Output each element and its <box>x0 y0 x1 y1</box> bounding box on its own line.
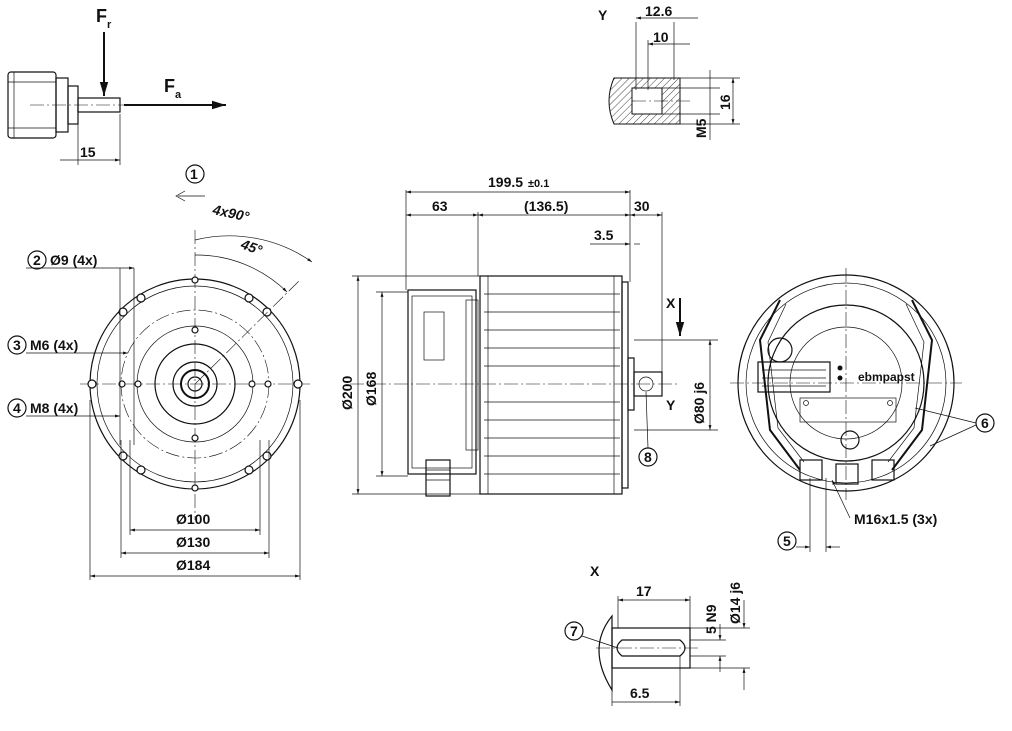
dim-17: 17 <box>636 583 652 599</box>
fa-label: F <box>164 76 175 96</box>
dim-m5: M5 <box>693 118 709 138</box>
callout-8: 8 <box>644 449 652 465</box>
dim-16: 16 <box>717 94 733 110</box>
angle-45: 45° <box>238 235 265 258</box>
dim-6-5: 6.5 <box>630 685 650 701</box>
rear-view <box>730 268 995 552</box>
angle-4x90: 4x90° <box>210 201 251 225</box>
force-diagram <box>7 32 226 165</box>
dim-199-5-tol: ±0.1 <box>528 178 549 190</box>
dim-136-5: (136.5) <box>524 198 568 214</box>
fr-subscript: r <box>107 19 112 31</box>
label-m16: M16x1.5 (3x) <box>854 511 937 527</box>
detail-x-title: X <box>590 563 600 579</box>
fa-subscript: a <box>175 89 182 101</box>
callout-5: 5 <box>783 533 791 549</box>
detail-y-title: Y <box>598 7 608 23</box>
dia-80-j6: Ø80 j6 <box>691 382 707 424</box>
dim-14-j6: Ø14 j6 <box>727 582 743 624</box>
callout-1: 1 <box>190 166 198 182</box>
label-x-arrow: X <box>666 295 676 311</box>
brand-logo: ebmpapst <box>858 370 915 384</box>
callout-7: 7 <box>570 623 578 639</box>
dia-100: Ø100 <box>176 511 210 527</box>
dim-12-6: 12.6 <box>645 3 672 19</box>
label-d9: Ø9 (4x) <box>50 252 97 268</box>
dim-5-n9: 5 N9 <box>703 604 719 634</box>
dia-168: Ø168 <box>363 372 379 406</box>
dim-63: 63 <box>432 198 448 214</box>
dim-15: 15 <box>80 144 96 160</box>
dia-200: Ø200 <box>339 376 355 410</box>
dim-10: 10 <box>653 29 669 45</box>
detail-y <box>608 16 740 140</box>
label-y-arrow: Y <box>666 397 676 413</box>
label-m6: M6 (4x) <box>30 337 78 353</box>
callout-2: 2 <box>33 252 41 268</box>
dia-184: Ø184 <box>176 557 210 573</box>
dim-30: 30 <box>634 198 650 214</box>
callout-3: 3 <box>13 337 21 353</box>
callout-6: 6 <box>981 415 989 431</box>
label-m8: M8 (4x) <box>30 400 78 416</box>
callout-4: 4 <box>13 400 21 416</box>
fr-label: F <box>96 6 107 26</box>
side-view <box>350 190 718 497</box>
dim-3-5: 3.5 <box>594 227 614 243</box>
dia-130: Ø130 <box>176 534 210 550</box>
detail-x <box>564 596 750 706</box>
dim-199-5: 199.5 <box>488 174 523 190</box>
front-view <box>7 164 313 580</box>
